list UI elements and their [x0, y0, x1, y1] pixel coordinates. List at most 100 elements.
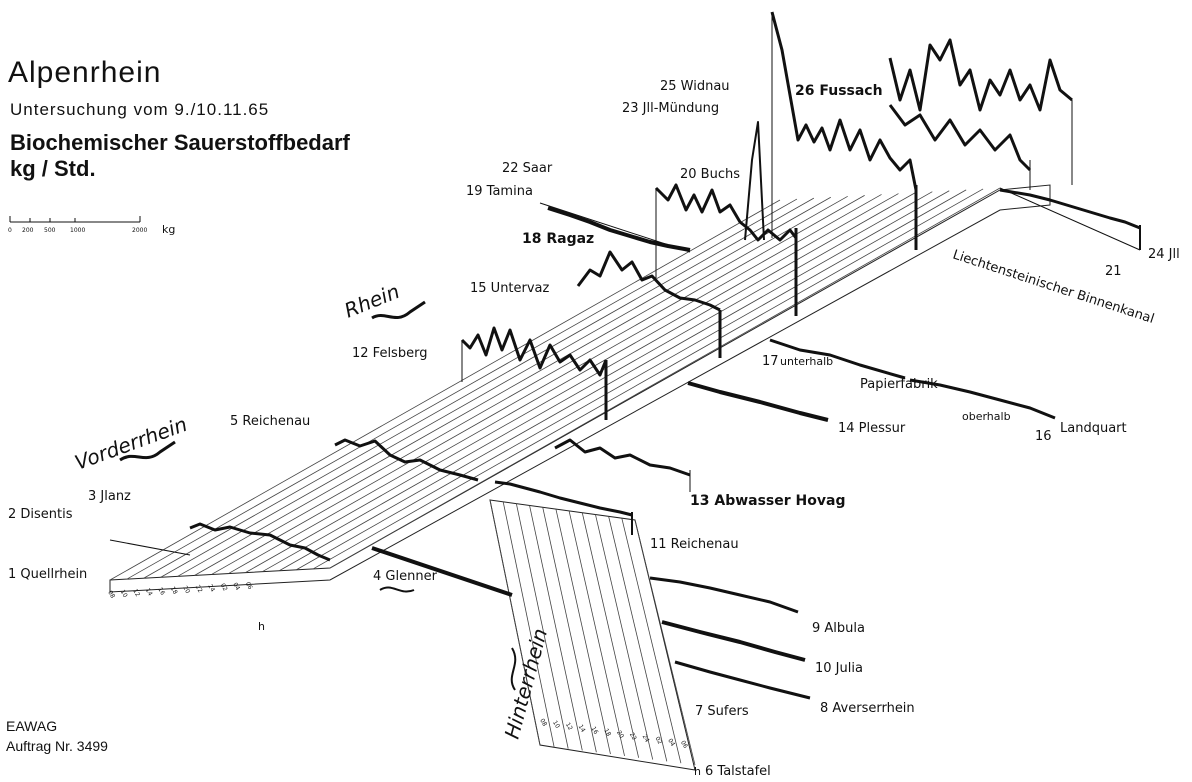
station-label: 15 Untervaz — [470, 281, 550, 296]
time-tick: 18 — [602, 728, 612, 738]
profile-felsberg — [460, 326, 608, 377]
hatch-line — [312, 188, 984, 570]
time-unit: h — [258, 620, 265, 633]
profile-glenner — [371, 546, 513, 597]
station-label: Landquart — [1060, 421, 1127, 436]
scale-tick: 500 — [44, 227, 56, 234]
profile-buchs — [654, 183, 798, 242]
station-label: 19 Tamina — [466, 184, 533, 199]
hatch-line — [489, 499, 541, 746]
time-tick: 10 — [119, 589, 129, 599]
scale-bar: 0 200 500 1000 2000 kg — [8, 216, 175, 236]
profile-spike — [744, 121, 765, 241]
station-label: 2 Disentis — [8, 507, 73, 522]
station-label: 7 Sufers — [695, 704, 749, 719]
hatch-line — [160, 196, 831, 578]
time-tick: 10 — [551, 720, 561, 730]
profiles — [109, 11, 1141, 700]
station-label: 22 Saar — [502, 161, 553, 176]
hinterrhein-hatching — [489, 499, 696, 766]
time-tick: 08 — [106, 590, 116, 600]
time-tick: 08 — [538, 718, 548, 728]
hatch-line — [329, 187, 1001, 569]
station-label: oberhalb — [962, 410, 1011, 423]
time-tick: 12 — [131, 588, 141, 598]
hatch-line — [262, 191, 933, 573]
profile-fussach — [770, 11, 918, 191]
time-tick: 24 — [641, 734, 651, 744]
profile-julia — [661, 620, 806, 662]
time-tick: 14 — [144, 587, 154, 597]
time-tick: 06 — [679, 740, 689, 750]
station-label: 18 Ragaz — [522, 231, 594, 247]
scale-tick: 200 — [22, 227, 34, 234]
time-tick: 06 — [244, 581, 254, 591]
scale-tick: 2000 — [132, 227, 147, 234]
time-tick: 14 — [577, 724, 587, 734]
measure-unit: kg / Std. — [10, 156, 96, 181]
time-tick: 22 — [194, 584, 204, 594]
hatch-line — [109, 199, 781, 581]
glenner-arrow-icon — [379, 586, 415, 593]
hatch-line — [295, 189, 967, 571]
station-label: 21 — [1105, 264, 1122, 279]
station-label: Liechtensteinischer Binnenkanal — [951, 248, 1156, 327]
profile-jll — [999, 188, 1141, 230]
scale-unit: kg — [162, 223, 175, 236]
station-label: 12 Felsberg — [352, 346, 427, 361]
rhein-arrow-icon — [371, 300, 426, 320]
flow-arrows — [119, 300, 517, 691]
time-tick: 18 — [169, 586, 179, 596]
hatch-line — [568, 510, 625, 756]
station-label: 13 Abwasser Hovag — [690, 493, 845, 509]
profile-plessur — [687, 381, 829, 422]
measure-title: Biochemischer Sauerstoffbedarf — [10, 130, 350, 155]
station-label: 5 Reichenau — [230, 414, 310, 429]
profile-albula — [649, 576, 799, 614]
profile-untervaz — [576, 250, 721, 312]
vorderrhein-arrow-icon — [119, 440, 176, 462]
hatch-line — [634, 519, 696, 766]
hatch-line — [555, 509, 611, 755]
hatch-line — [126, 198, 798, 580]
page-title: Alpenrhein — [8, 56, 162, 89]
time-tick: 16 — [156, 586, 166, 596]
hatch-line — [515, 503, 569, 749]
station-label: 10 Julia — [815, 661, 863, 676]
hatch-line — [581, 512, 640, 758]
main-channel-band — [109, 184, 1051, 593]
time-tick: 20 — [615, 730, 625, 740]
time-tick: 24 — [206, 583, 216, 593]
time-tick: 12 — [564, 722, 574, 732]
hatch-line — [279, 190, 950, 572]
station-label: 20 Buchs — [680, 167, 740, 182]
hinterrhein-band — [489, 499, 696, 771]
profile-reichenau-11 — [494, 480, 633, 517]
station-label: 6 Talstafel — [705, 764, 771, 779]
hatch-line — [502, 501, 555, 747]
station-label: 11 Reichenau — [650, 537, 739, 552]
time-tick: 20 — [181, 585, 191, 595]
profile-jll-mundung — [888, 104, 1032, 172]
profile-reichenau-5 — [334, 438, 479, 482]
hinterrhein-arrow-icon — [510, 647, 517, 691]
hatch-line — [228, 193, 899, 574]
station-label: 23 Jll-Mündung — [622, 101, 719, 116]
hatch-line — [245, 192, 916, 573]
profile-abwasser-hovag — [554, 438, 691, 477]
station-label: 9 Albula — [812, 621, 865, 636]
profile-papierfabrik-unterhalb — [769, 338, 906, 380]
station-label: 4 Glenner — [373, 569, 438, 584]
station-label: 3 Jlanz — [88, 489, 131, 504]
hatch-line — [194, 195, 865, 576]
hatch-line — [143, 197, 815, 579]
profile-averserrhein — [674, 660, 811, 700]
hatch-line — [177, 195, 848, 577]
profile-widnau — [888, 38, 1073, 112]
station-label: Papierfabrik — [860, 377, 938, 392]
time-tick: 22 — [628, 732, 638, 742]
main-hatching — [109, 187, 1001, 581]
survey-date: Untersuchung vom 9./10.11.65 — [10, 100, 270, 119]
